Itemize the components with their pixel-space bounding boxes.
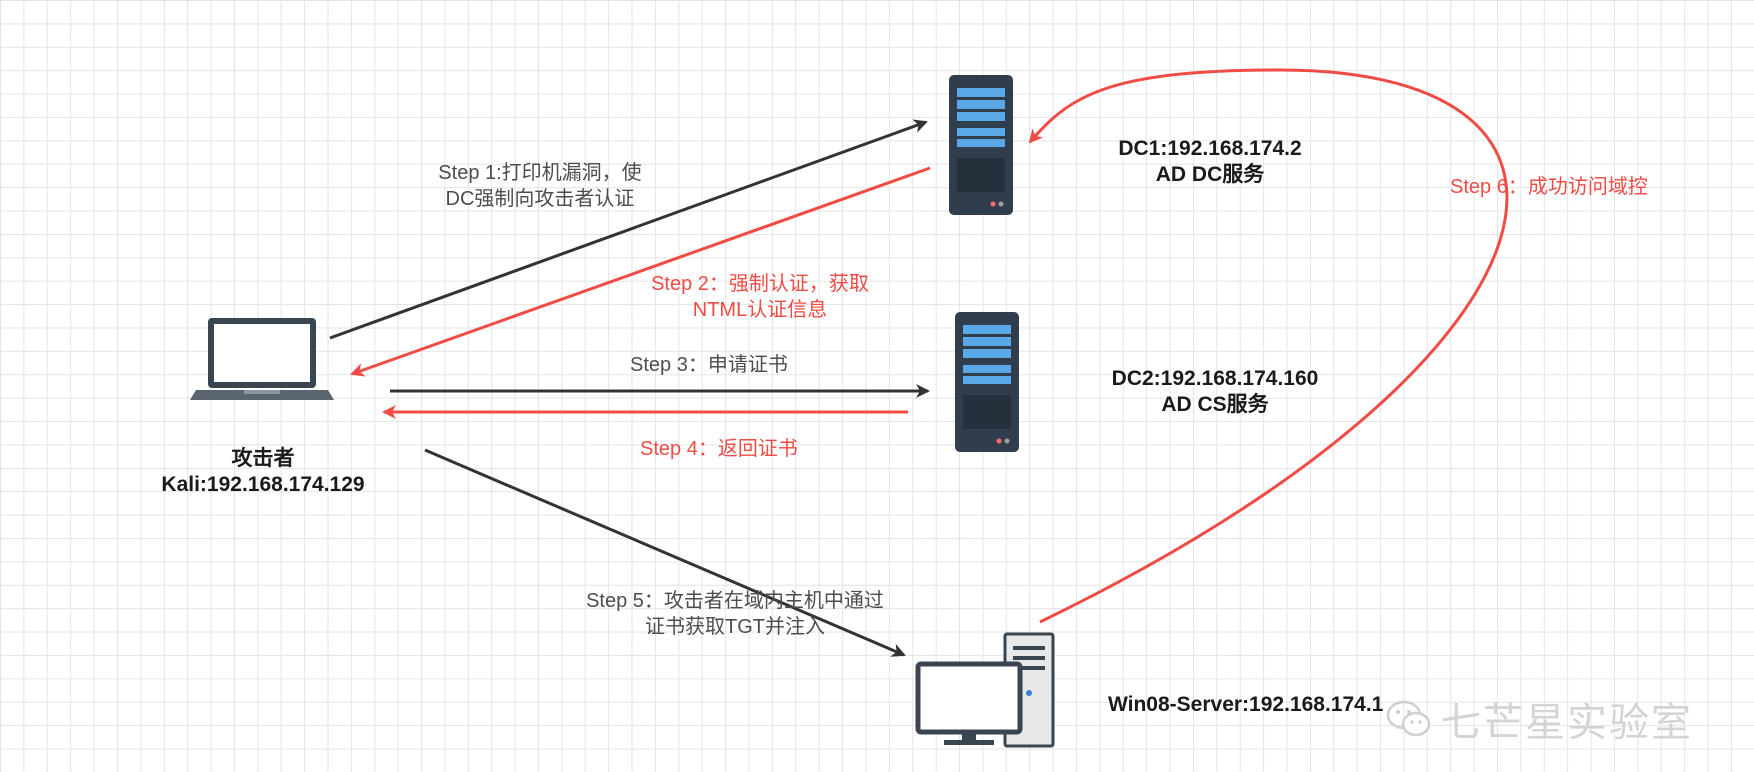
step1-line1: Step 1:打印机漏洞，使 <box>438 162 642 184</box>
dc2-address: DC2:192.168.174.160 <box>1111 367 1319 390</box>
arrow-step2 <box>350 166 931 377</box>
step6-label: Step 6：成功访问域控 <box>1450 174 1648 200</box>
step5-line1: Step 5：攻击者在域内主机中通过 <box>586 590 884 612</box>
watermark-text: 七芒星实验室 <box>1441 700 1693 746</box>
dc1-role: AD DC服务 <box>1155 163 1265 186</box>
dc1-label: DC1:192.168.174.2 AD DC服务 <box>1090 136 1330 188</box>
watermark: 七芒星实验室 <box>1385 690 1693 748</box>
attacker-role: 攻击者 <box>231 447 295 470</box>
attacker-address: Kali:192.168.174.129 <box>161 473 365 496</box>
win08-address: Win08-Server:192.168.174.1 <box>1108 693 1384 716</box>
server-icon-dc1 <box>949 75 1013 215</box>
step2-line1: Step 2：强制认证，获取 <box>651 273 869 295</box>
step2-line2: NTML认证信息 <box>692 299 828 321</box>
step2-label: Step 2：强制认证，获取 NTML认证信息 <box>620 271 900 323</box>
arrow-step5 <box>424 448 906 657</box>
step4-line1: Step 4：返回证书 <box>640 438 798 460</box>
dc2-label: DC2:192.168.174.160 AD CS服务 <box>1090 366 1340 418</box>
dc2-role: AD CS服务 <box>1161 393 1269 416</box>
laptop-icon <box>190 318 334 400</box>
wechat-icon <box>1386 700 1431 737</box>
step5-label: Step 5：攻击者在域内主机中通过 证书获取TGT并注入 <box>555 588 915 640</box>
step1-label: Step 1:打印机漏洞，使 DC强制向攻击者认证 <box>410 160 670 212</box>
attacker-label: 攻击者 Kali:192.168.174.129 <box>128 446 398 498</box>
step3-line1: Step 3：申请证书 <box>630 354 788 376</box>
workstation-icon <box>915 632 1055 748</box>
arrow-step6 <box>1028 68 1509 624</box>
win08-label: Win08-Server:192.168.174.1 <box>1108 692 1383 718</box>
step3-label: Step 3：申请证书 <box>630 352 788 378</box>
step5-line2: 证书获取TGT并注入 <box>645 616 825 638</box>
step6-line1: Step 6：成功访问域控 <box>1450 176 1648 198</box>
arrow-step1 <box>329 119 928 340</box>
server-icon-dc2 <box>955 312 1019 452</box>
dc1-address: DC1:192.168.174.2 <box>1118 137 1302 160</box>
step1-line2: DC强制向攻击者认证 <box>445 188 635 210</box>
step4-label: Step 4：返回证书 <box>640 436 798 462</box>
